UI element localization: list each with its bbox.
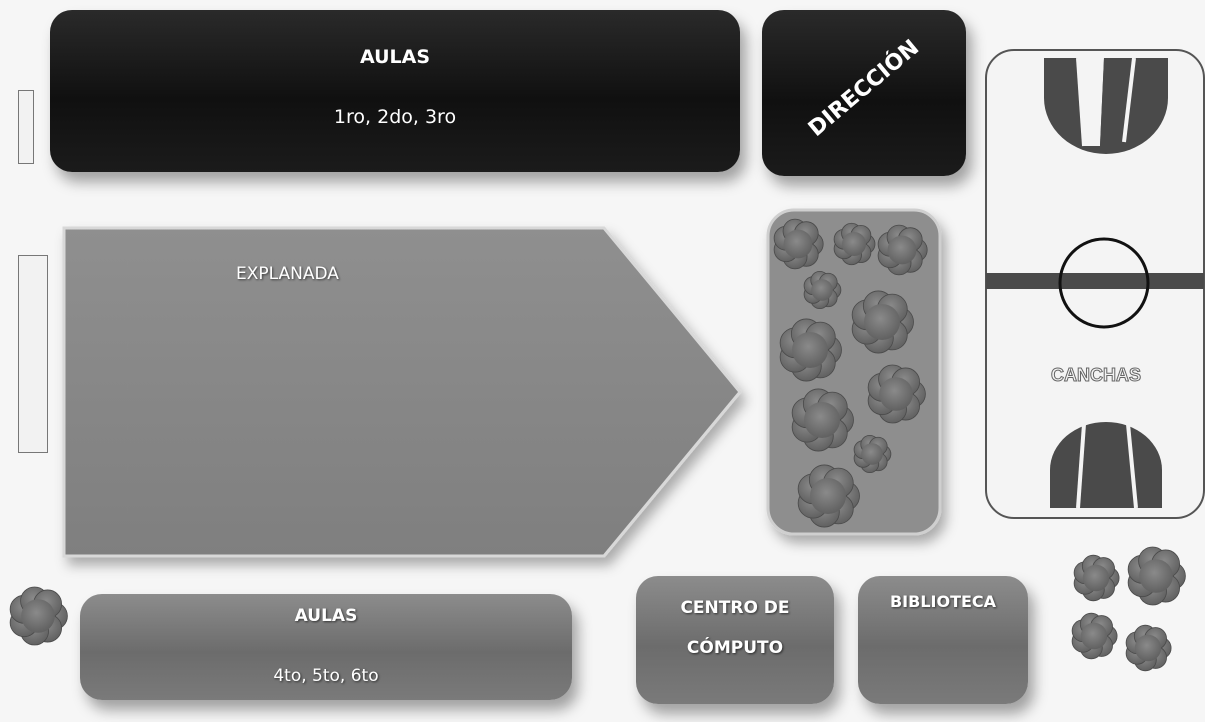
garden-tree: [851, 290, 914, 354]
garden-tree: [791, 388, 854, 452]
tree: [9, 586, 68, 646]
direccion-label: DIRECCIÓN: [803, 35, 925, 142]
entrance-marker-left: [18, 255, 48, 453]
aulas-bottom-title: AULAS: [294, 606, 358, 626]
tree: [1071, 612, 1118, 660]
garden-tree: [797, 464, 860, 528]
garden-tree: [867, 364, 926, 424]
court-center-line: [986, 273, 1204, 289]
garden-tree: [853, 434, 892, 474]
garden-tree: [877, 224, 928, 276]
tree: [1073, 554, 1120, 602]
aulas-bottom-grades: 4to, 5to, 6to: [273, 666, 379, 686]
aulas-top-grades: 1ro, 2do, 3ro: [333, 106, 457, 128]
biblioteca-building: BIBLIOTECA: [858, 576, 1028, 704]
aulas-top-building: AULAS 1ro, 2do, 3ro: [50, 10, 740, 172]
garden-tree: [779, 318, 842, 382]
aulas-bottom-building: AULAS 4to, 5to, 6to: [80, 594, 572, 700]
aulas-top-title: AULAS: [359, 46, 431, 68]
tree: [1125, 624, 1172, 672]
explanada-label: EXPLANADA: [236, 264, 339, 284]
garden-tree: [773, 218, 824, 270]
outer-trees: [9, 546, 1186, 672]
garden-tree: [803, 270, 842, 310]
centro-computo-line1: CENTRO DE: [680, 598, 790, 618]
court-label: CANCHAS: [1051, 365, 1141, 385]
biblioteca-label: BIBLIOTECA: [889, 592, 997, 611]
tree: [1127, 546, 1186, 606]
direccion-building: DIRECCIÓN: [762, 10, 966, 176]
court-center-circle: [1058, 237, 1150, 329]
explanada-area: [62, 226, 742, 558]
garden-tree: [833, 222, 876, 266]
garden-trees: [773, 218, 928, 528]
centro-computo-line2: CÓMPUTO: [686, 638, 784, 658]
centro-computo-building: CENTRO DE CÓMPUTO: [636, 576, 834, 704]
entrance-marker-top: [18, 90, 34, 164]
